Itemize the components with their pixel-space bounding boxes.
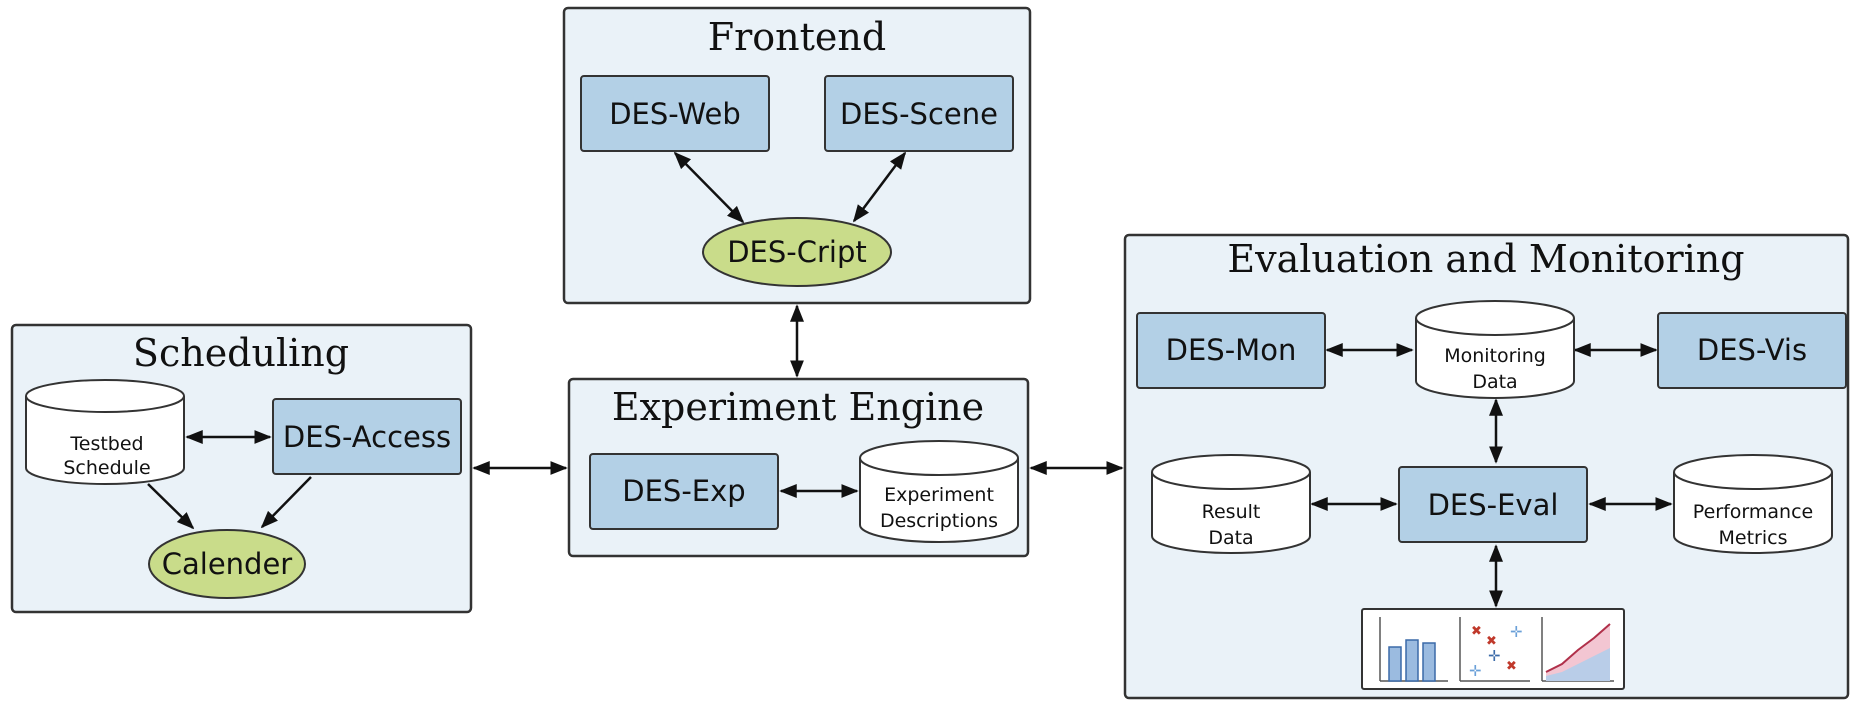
calender-label: Calender: [162, 547, 293, 581]
bar-chart-icon: [1379, 617, 1448, 682]
performance-metrics-label-line2: Metrics: [1719, 527, 1788, 549]
performance-metrics-store: Performance Metrics: [1673, 454, 1833, 554]
testbed-schedule-label-line1: Testbed: [69, 433, 143, 455]
arrow-schedule-calender: [147, 483, 195, 530]
des-web-label: DES-Web: [609, 97, 741, 131]
result-data-label-line2: Data: [1208, 527, 1253, 549]
des-exp-label: DES-Exp: [622, 474, 745, 508]
svg-text:✖: ✖: [1486, 634, 1497, 649]
des-vis-label: DES-Vis: [1697, 333, 1807, 367]
des-scene-label: DES-Scene: [840, 97, 998, 131]
performance-metrics-label-line1: Performance: [1693, 501, 1813, 523]
monitoring-data-label-line2: Data: [1472, 371, 1517, 393]
des-mon-label: DES-Mon: [1166, 333, 1297, 367]
frontend-title: Frontend: [708, 15, 886, 59]
des-web-box: DES-Web: [580, 75, 770, 152]
des-mon-box: DES-Mon: [1136, 312, 1326, 389]
experiment-descriptions-label-line1: Experiment: [884, 484, 994, 506]
arrow-scene-cript: [852, 151, 907, 223]
des-eval-label: DES-Eval: [1428, 488, 1559, 522]
monitoring-data-store: Monitoring Data: [1415, 300, 1575, 399]
result-data-label-line1: Result: [1202, 501, 1261, 523]
svg-text:✖: ✖: [1471, 624, 1482, 639]
scheduling-title: Scheduling: [133, 331, 349, 375]
evaluation-title: Evaluation and Monitoring: [1227, 237, 1744, 281]
des-cript-label: DES-Cript: [727, 235, 867, 269]
arrow-access-calender: [260, 476, 312, 529]
experiment-engine-title: Experiment Engine: [612, 385, 984, 429]
monitoring-data-label-line1: Monitoring: [1444, 345, 1546, 367]
svg-text:✛: ✛: [1469, 662, 1482, 680]
svg-text:✛: ✛: [1510, 623, 1523, 641]
des-exp-box: DES-Exp: [589, 453, 779, 530]
arrow-web-cript: [673, 151, 745, 224]
result-data-store: Result Data: [1151, 454, 1311, 554]
experiment-descriptions-label-line2: Descriptions: [880, 510, 998, 532]
calender-ellipse: Calender: [148, 529, 306, 599]
des-access-box: DES-Access: [272, 398, 462, 475]
des-scene-box: DES-Scene: [824, 75, 1014, 152]
svg-text:✛: ✛: [1488, 647, 1501, 665]
experiment-descriptions-store: Experiment Descriptions: [859, 440, 1019, 543]
des-cript-ellipse: DES-Cript: [702, 217, 892, 287]
testbed-schedule-label-line2: Schedule: [63, 457, 150, 479]
testbed-schedule-store: Testbed Schedule: [25, 379, 185, 485]
svg-text:✖: ✖: [1506, 659, 1517, 674]
scatter-plot-icon: ✖ ✖ ✖ ✛ ✛ ✛: [1459, 617, 1530, 682]
area-chart-icon: [1541, 617, 1614, 682]
des-eval-box: DES-Eval: [1398, 466, 1588, 543]
charts-thumbnail: ✖ ✖ ✖ ✛ ✛ ✛: [1361, 608, 1625, 690]
connections: [147, 151, 1673, 608]
des-vis-box: DES-Vis: [1657, 312, 1847, 389]
des-access-label: DES-Access: [283, 420, 451, 454]
